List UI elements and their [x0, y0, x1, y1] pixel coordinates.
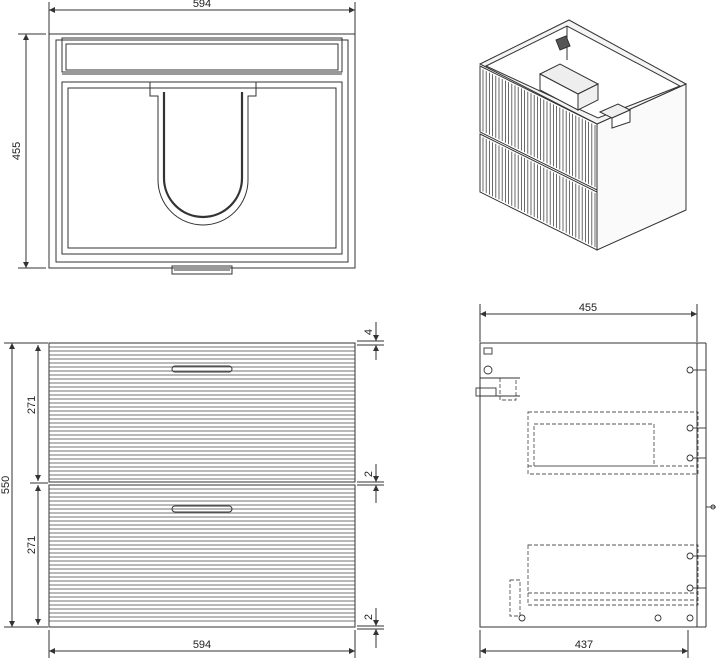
side-hidden-lines [499, 377, 699, 617]
side-depth-bottom-label: 437 [575, 639, 593, 651]
front-mid-gap-label: 2 [363, 471, 375, 477]
front-bottom-drawer-label: 271 [26, 536, 38, 554]
side-depth-top-label: 455 [579, 302, 597, 314]
front-height-label: 550 [0, 476, 12, 494]
front-view [4, 322, 384, 658]
front-top-drawer-label: 271 [26, 396, 38, 414]
front-flutes [49, 346, 355, 622]
top-view [18, 2, 356, 275]
top-width-label: 594 [193, 0, 211, 10]
front-top-gap-label: 4 [363, 329, 375, 335]
front-width-label: 594 [193, 639, 211, 651]
front-bottom-gap-label: 2 [363, 614, 375, 620]
side-hardware [475, 347, 716, 622]
isometric-view [478, 19, 688, 251]
top-depth-label: 455 [11, 142, 23, 160]
side-view [479, 304, 707, 658]
isometric-flutes [482, 69, 596, 248]
